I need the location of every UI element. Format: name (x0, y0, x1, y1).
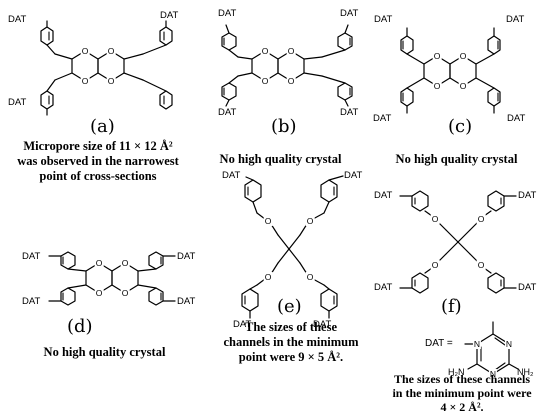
oxygen-d2: O (94, 288, 104, 298)
caption-d-line-1: No high quality crystal (43, 345, 166, 359)
caption-f-line-3: 4 × 2 Å². (440, 400, 484, 414)
oxygen-d1: O (94, 258, 104, 268)
oxygen-c4: O (458, 81, 468, 91)
oxygen-d4: O (120, 288, 130, 298)
dat-f-top-left: DAT (374, 190, 393, 201)
amine-left-label: H₂N (448, 367, 465, 377)
oxygen-a1: O (80, 46, 90, 56)
caption-e: The sizes of these channels in the minim… (206, 320, 376, 365)
dat-c-top-left: DAT (374, 14, 393, 25)
oxygen-c3: O (458, 51, 468, 61)
dat-b-top-right: DAT (340, 8, 359, 19)
dat-e-top-left: DAT (222, 170, 241, 181)
caption-d: No high quality crystal (22, 345, 187, 360)
caption-c-line-1: No high quality crystal (395, 152, 518, 166)
oxygen-e4: O (305, 272, 315, 282)
caption-e-line-1: The sizes of these (245, 320, 337, 334)
dat-d-bottom-right: DAT (177, 296, 196, 307)
caption-a-line-2: was observed in the narrowest (17, 154, 179, 168)
oxygen-a3: O (106, 46, 116, 56)
caption-f-line-2: in the minimum point were (392, 386, 532, 400)
dat-a-top-left: DAT (8, 14, 27, 25)
caption-f: The sizes of these channels in the minim… (374, 372, 550, 414)
oxygen-f2: O (476, 214, 486, 224)
amine-right-label: NH₂ (517, 367, 534, 377)
oxygen-a2: O (80, 76, 90, 86)
dat-c-top-right: DAT (506, 14, 525, 25)
panel-label-c: (c) (448, 116, 473, 137)
oxygen-f1: O (430, 214, 440, 224)
oxygen-b4: O (286, 76, 296, 86)
dat-c-bottom-left: DAT (373, 113, 392, 124)
panel-label-e: (e) (277, 296, 302, 317)
oxygen-f3: O (430, 260, 440, 270)
caption-a: Micropore size of 11 × 12 Å² was observe… (4, 139, 192, 184)
dat-a-top-right: DAT (160, 10, 179, 21)
panel-label-d: (d) (67, 316, 93, 337)
dat-f-bottom-left: DAT (374, 282, 393, 293)
dat-a-bottom-left: DAT (8, 97, 27, 108)
dat-e-bottom-left: DAT (233, 319, 252, 330)
oxygen-f4: O (476, 260, 486, 270)
caption-b-line-1: No high quality crystal (219, 152, 342, 166)
dat-e-top-right: DAT (344, 170, 363, 181)
dat-b-bottom-left: DAT (218, 107, 237, 118)
caption-b: No high quality crystal (198, 152, 363, 167)
panel-label-b: (b) (271, 116, 297, 137)
dat-f-top-right: DAT (518, 190, 537, 201)
dat-b-bottom-right: DAT (340, 107, 359, 118)
dat-d-bottom-left: DAT (22, 296, 41, 307)
oxygen-e2: O (305, 216, 315, 226)
caption-e-line-3: point were 9 × 5 Å². (238, 350, 344, 364)
caption-f-line-1: The sizes of these channels (394, 372, 530, 386)
dat-d-top-right: DAT (177, 251, 196, 262)
caption-a-line-3: point of cross-sections (39, 169, 157, 183)
nitrogen-dat-2: N (504, 339, 514, 349)
oxygen-b3: O (286, 46, 296, 56)
oxygen-e3: O (263, 272, 273, 282)
oxygen-c1: O (432, 51, 442, 61)
nitrogen-dat-3: N (488, 369, 498, 379)
oxygen-d3: O (120, 258, 130, 268)
oxygen-b2: O (260, 76, 270, 86)
dat-definition-label: DAT = (425, 338, 453, 349)
oxygen-b1: O (260, 46, 270, 56)
dat-f-bottom-right: DAT (518, 282, 537, 293)
dat-e-bottom-right: DAT (313, 319, 332, 330)
nitrogen-dat-1: N (472, 339, 482, 349)
oxygen-e1: O (263, 216, 273, 226)
panel-label-f: (f) (441, 296, 462, 317)
caption-e-line-2: channels in the minimum (223, 335, 359, 349)
dat-b-top-left: DAT (218, 8, 237, 19)
dat-c-bottom-right: DAT (507, 113, 526, 124)
dat-d-top-left: DAT (22, 251, 41, 262)
caption-c: No high quality crystal (374, 152, 539, 167)
caption-a-line-1: Micropore size of 11 × 12 Å² (23, 139, 173, 153)
oxygen-c2: O (432, 81, 442, 91)
panel-label-a: (a) (90, 116, 115, 137)
oxygen-a4: O (106, 76, 116, 86)
